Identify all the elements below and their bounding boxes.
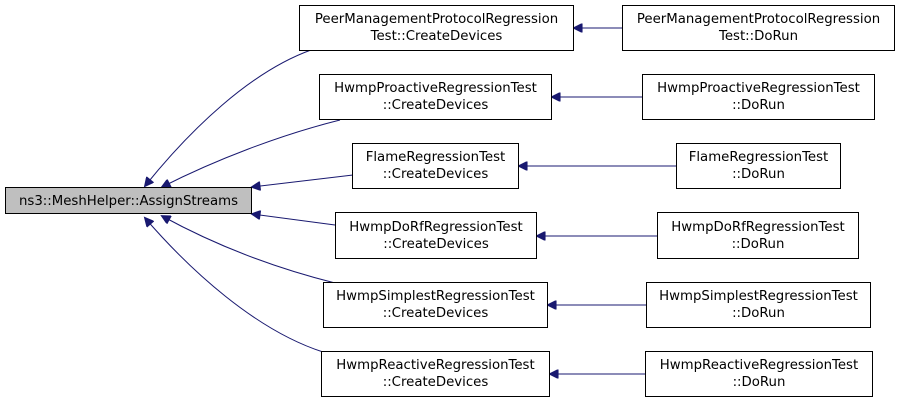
edge-row5-create-to-root bbox=[145, 218, 324, 353]
node-label-line1: HwmpSimplestRegressionTest bbox=[336, 289, 535, 304]
edge-row3-create-to-root bbox=[252, 214, 336, 226]
node-flame-create-devices[interactable]: FlameRegressionTest ::CreateDevices bbox=[352, 143, 519, 189]
node-label-line2: ::DoRun bbox=[733, 375, 786, 390]
root-node-label: ns3::MeshHelper::AssignStreams bbox=[19, 194, 238, 209]
node-hwmp-proactive-do-run[interactable]: HwmpProactiveRegressionTest ::DoRun bbox=[642, 74, 875, 120]
node-flame-do-run[interactable]: FlameRegressionTest ::DoRun bbox=[676, 143, 841, 189]
node-label-line2: ::DoRun bbox=[732, 237, 785, 252]
node-label-line2: ::CreateDevices bbox=[383, 306, 489, 321]
node-label-line1: HwmpReactiveRegressionTest bbox=[660, 358, 858, 373]
node-label-line2: ::DoRun bbox=[732, 306, 785, 321]
node-label-line1: HwmpProactiveRegressionTest bbox=[334, 81, 537, 96]
node-hwmp-simplest-create-devices[interactable]: HwmpSimplestRegressionTest ::CreateDevic… bbox=[323, 282, 548, 328]
node-label-line1: PeerManagementProtocolRegression bbox=[315, 12, 558, 27]
root-node[interactable]: ns3::MeshHelper::AssignStreams bbox=[5, 187, 252, 214]
node-label-line1: HwmpDoRfRegressionTest bbox=[671, 220, 844, 235]
edges-to-root bbox=[145, 49, 354, 353]
node-label-line1: HwmpDoRfRegressionTest bbox=[349, 220, 522, 235]
node-label-line1: HwmpSimplestRegressionTest bbox=[659, 289, 858, 304]
node-label-line1: FlameRegressionTest bbox=[689, 150, 829, 165]
node-peer-management-create-devices[interactable]: PeerManagementProtocolRegression Test::C… bbox=[299, 5, 574, 51]
node-label-line2: ::CreateDevices bbox=[383, 167, 489, 182]
node-hwmp-simplest-do-run[interactable]: HwmpSimplestRegressionTest ::DoRun bbox=[646, 282, 871, 328]
edge-row1-create-to-root bbox=[162, 119, 341, 187]
edge-row0-create-to-root bbox=[145, 49, 312, 186]
node-label-line1: HwmpProactiveRegressionTest bbox=[657, 81, 860, 96]
node-peer-management-do-run[interactable]: PeerManagementProtocolRegression Test::D… bbox=[622, 5, 895, 51]
node-hwmp-proactive-create-devices[interactable]: HwmpProactiveRegressionTest ::CreateDevi… bbox=[319, 74, 552, 120]
node-label-line1: FlameRegressionTest bbox=[366, 150, 506, 165]
node-label-line2: ::CreateDevices bbox=[383, 375, 489, 390]
node-label-line2: Test::DoRun bbox=[718, 29, 798, 44]
node-hwmp-reactive-do-run[interactable]: HwmpReactiveRegressionTest ::DoRun bbox=[645, 351, 873, 397]
node-hwmp-dorf-do-run[interactable]: HwmpDoRfRegressionTest ::DoRun bbox=[657, 212, 859, 259]
node-hwmp-dorf-create-devices[interactable]: HwmpDoRfRegressionTest ::CreateDevices bbox=[335, 212, 537, 259]
node-hwmp-reactive-create-devices[interactable]: HwmpReactiveRegressionTest ::CreateDevic… bbox=[321, 351, 550, 397]
node-label-line2: ::DoRun bbox=[732, 167, 785, 182]
node-label-line2: ::CreateDevices bbox=[383, 98, 489, 113]
node-label-line2: ::DoRun bbox=[732, 98, 785, 113]
node-label-line1: HwmpReactiveRegressionTest bbox=[336, 358, 534, 373]
node-label-line1: PeerManagementProtocolRegression bbox=[637, 12, 880, 27]
edges-to-create bbox=[519, 28, 676, 374]
edge-row2-create-to-root bbox=[252, 174, 354, 187]
node-label-line2: ::CreateDevices bbox=[383, 237, 489, 252]
edge-row4-create-to-root bbox=[162, 216, 336, 284]
node-label-line2: Test::CreateDevices bbox=[370, 29, 503, 44]
